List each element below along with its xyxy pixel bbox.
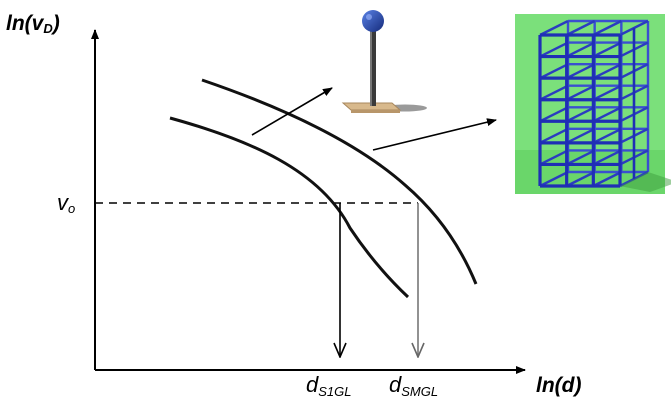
x-axis-label: ln(d) bbox=[536, 374, 581, 397]
multi-dof-fragility-curve bbox=[201, 78, 478, 285]
y-axis-label: ln(vD) bbox=[6, 12, 60, 36]
multi-dof-pointer-arrow bbox=[372, 118, 497, 151]
d-smgl-label: dSMGL bbox=[389, 372, 438, 399]
d-s1gl-label: dS1GL bbox=[306, 372, 352, 399]
pendulum-oscillator-icon bbox=[341, 10, 427, 113]
single-dof-pointer-arrow bbox=[251, 87, 333, 136]
v0-label: vo bbox=[57, 190, 75, 216]
single-dof-fragility-curve bbox=[169, 116, 410, 299]
frame-building-icon bbox=[515, 14, 671, 194]
